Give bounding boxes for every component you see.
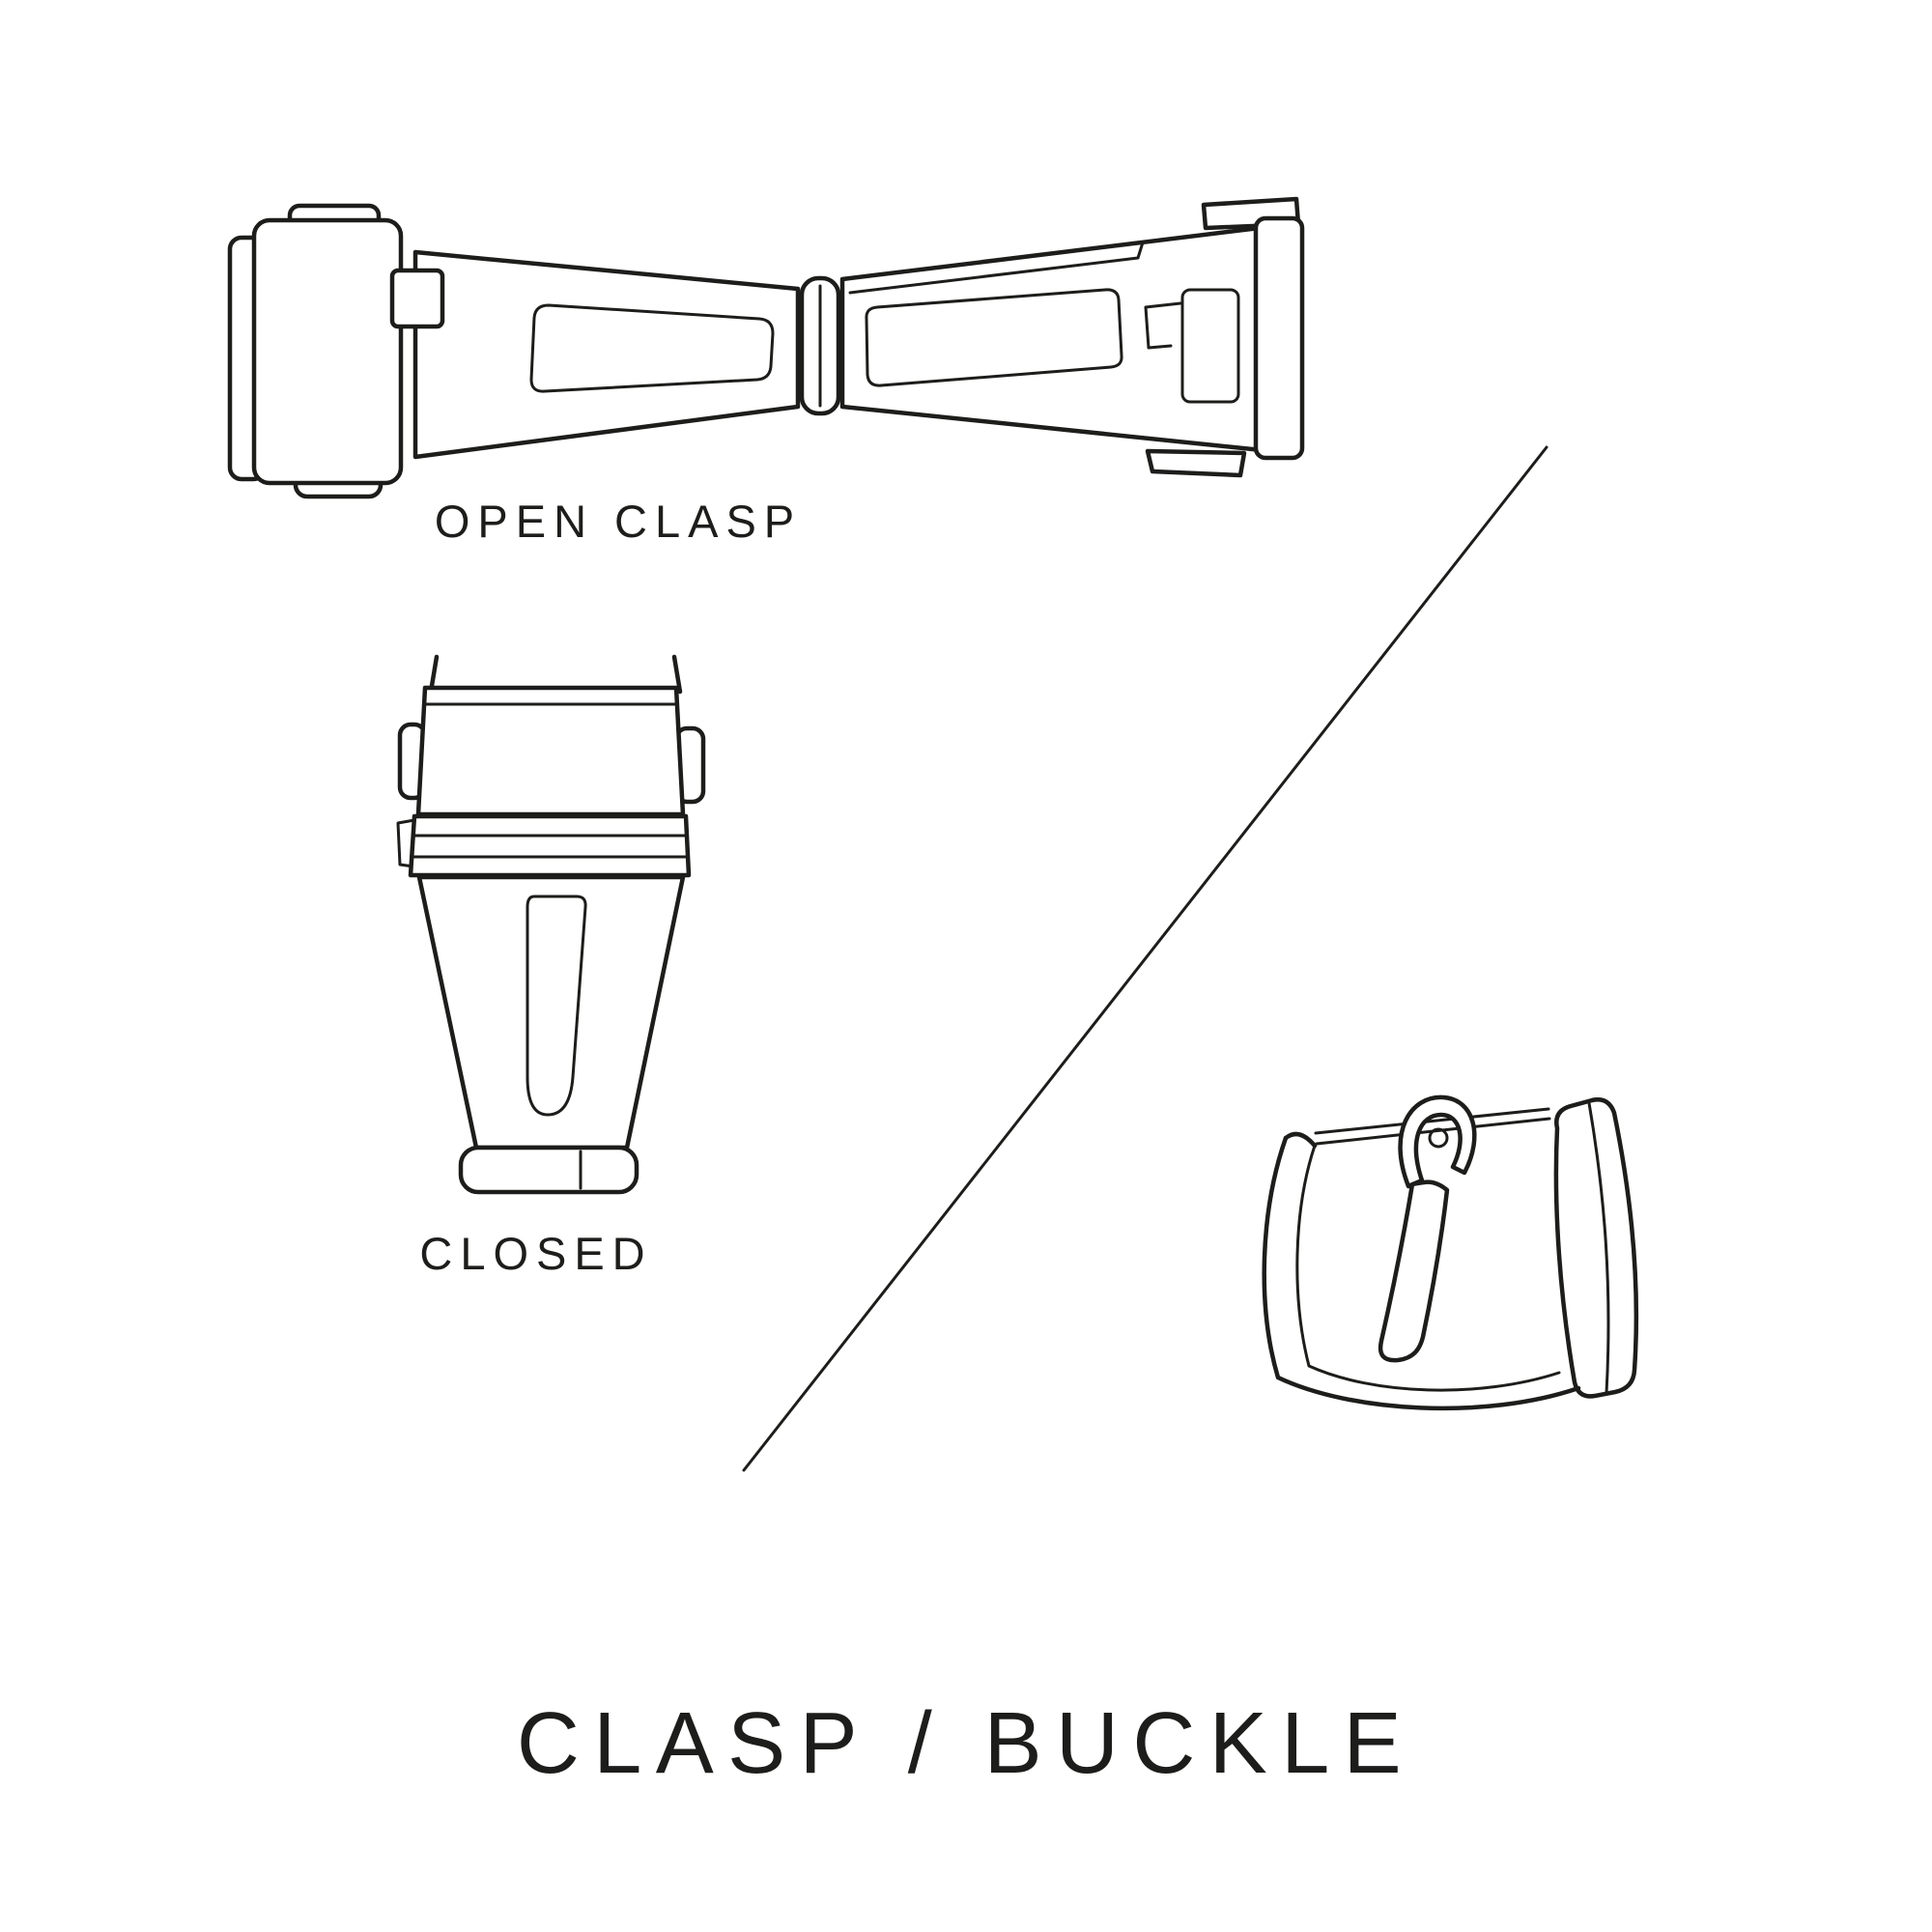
diagram-title: CLASP / BUCKLE bbox=[516, 1695, 1416, 1792]
closed-caption: CLOSED bbox=[419, 1228, 653, 1279]
open-clasp-caption: OPEN CLASP bbox=[434, 496, 803, 547]
open-clasp-illustration bbox=[227, 196, 1305, 499]
buckle-illustration bbox=[1262, 1094, 1639, 1411]
diagonal-divider bbox=[742, 445, 1548, 1472]
closed-clasp-illustration bbox=[396, 654, 706, 1195]
